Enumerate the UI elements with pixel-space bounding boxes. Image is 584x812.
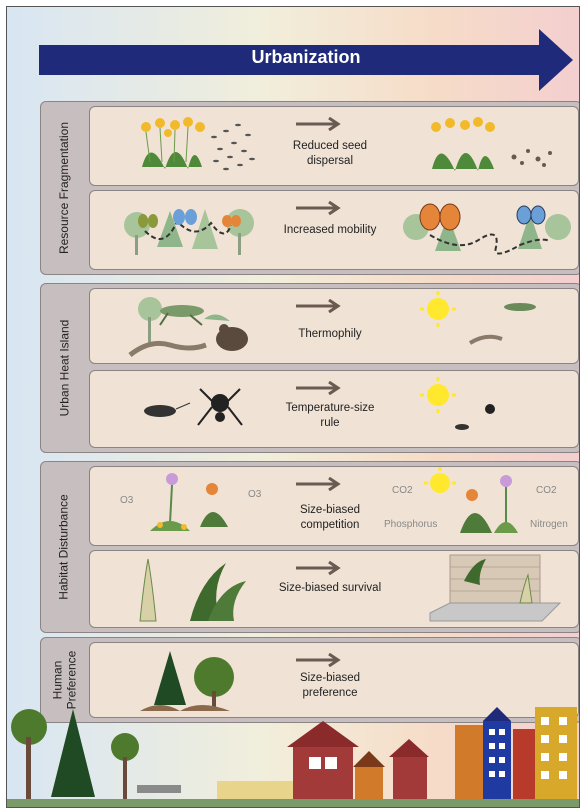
group-label: Urban Heat Island bbox=[57, 320, 71, 417]
competition-scene-after bbox=[420, 467, 530, 545]
right-arrow bbox=[296, 117, 342, 131]
row-label: Size-biased competition bbox=[275, 503, 385, 533]
seed-icon bbox=[211, 124, 255, 170]
grasshopper-icon bbox=[160, 305, 204, 325]
fern-icon bbox=[190, 563, 246, 621]
group-label: Human Preference bbox=[50, 651, 78, 710]
row-label: Thermophily bbox=[275, 327, 385, 342]
building-icon bbox=[455, 707, 577, 807]
row-size-biased-competition: O3 O3 Size-biased competition CO2 Phosph… bbox=[89, 466, 579, 546]
toad-icon bbox=[216, 324, 248, 351]
right-arrow bbox=[296, 477, 342, 491]
grasshopper-icon bbox=[504, 303, 536, 311]
group-resource-fragmentation: Resource Fragmentation bbox=[40, 101, 580, 275]
row-size-biased-survival: Size-biased survival bbox=[89, 550, 579, 628]
dandelion-scene-after bbox=[410, 107, 570, 185]
thermophily-scene-before bbox=[120, 289, 270, 363]
ozone-label: O3 bbox=[248, 489, 261, 500]
row-label: Increased mobility bbox=[275, 223, 385, 238]
sun-icon bbox=[420, 291, 456, 327]
group-label: Resource Fragmentation bbox=[57, 122, 71, 254]
butterfly-icon bbox=[420, 204, 460, 230]
lizard-icon bbox=[470, 337, 502, 343]
beetle-icon bbox=[144, 403, 190, 417]
tree-icon bbox=[154, 651, 234, 709]
group-habitat-disturbance: Habitat Disturbance O3 O3 Size-biased co… bbox=[40, 461, 580, 633]
row-increased-mobility: Increased mobility bbox=[89, 190, 579, 270]
sun-icon bbox=[420, 377, 456, 413]
forest-butterfly-scene-before bbox=[115, 191, 265, 269]
right-arrow bbox=[296, 653, 342, 667]
arthropod-scene-before bbox=[120, 371, 270, 447]
cityscape-landscape bbox=[7, 707, 579, 807]
sun-icon bbox=[424, 467, 456, 493]
grass-icon bbox=[140, 559, 156, 621]
co2-label: CO2 bbox=[536, 485, 557, 496]
group-urban-heat-island: Urban Heat Island Thermophily bbox=[40, 283, 580, 453]
row-label: Temperature-size rule bbox=[275, 401, 385, 431]
row-label: Reduced seed dispersal bbox=[275, 139, 385, 169]
right-arrow bbox=[296, 561, 342, 575]
flower-icon bbox=[150, 473, 228, 531]
urbanization-title: Urbanization bbox=[39, 47, 573, 68]
preference-scene-before bbox=[130, 643, 260, 717]
beetle-icon bbox=[455, 424, 469, 430]
survival-scene-before bbox=[130, 551, 260, 627]
nitrogen-label: Nitrogen bbox=[530, 519, 568, 530]
row-label: Size-biased preference bbox=[275, 671, 385, 701]
arthropod-scene-after bbox=[410, 371, 560, 447]
ozone-label: O3 bbox=[120, 495, 133, 506]
spider-icon bbox=[485, 404, 495, 414]
competition-scene-before bbox=[140, 467, 250, 545]
lizard-icon bbox=[130, 343, 206, 355]
co2-label: CO2 bbox=[392, 485, 413, 496]
flower-icon bbox=[460, 475, 518, 533]
dandelion-scene-before bbox=[130, 107, 260, 185]
row-thermophily: Thermophily bbox=[89, 288, 579, 364]
row-reduced-seed-dispersal: Reduced seed dispersal bbox=[89, 106, 579, 186]
thermophily-scene-after bbox=[410, 289, 560, 363]
survival-scene-after bbox=[420, 551, 570, 627]
dandelion-icon bbox=[141, 117, 205, 169]
group-label: Habitat Disturbance bbox=[57, 494, 71, 599]
forest-butterfly-scene-after bbox=[400, 191, 576, 269]
spider-icon bbox=[198, 389, 242, 425]
right-arrow bbox=[296, 299, 342, 313]
figure-frame: Urbanization Resource Fragmentation bbox=[6, 6, 580, 808]
row-temperature-size-rule: Temperature-size rule bbox=[89, 370, 579, 448]
row-label: Size-biased survival bbox=[275, 581, 385, 596]
right-arrow bbox=[296, 381, 342, 395]
right-arrow bbox=[296, 201, 342, 215]
house-icon bbox=[287, 721, 429, 803]
tree-icon bbox=[11, 709, 139, 803]
